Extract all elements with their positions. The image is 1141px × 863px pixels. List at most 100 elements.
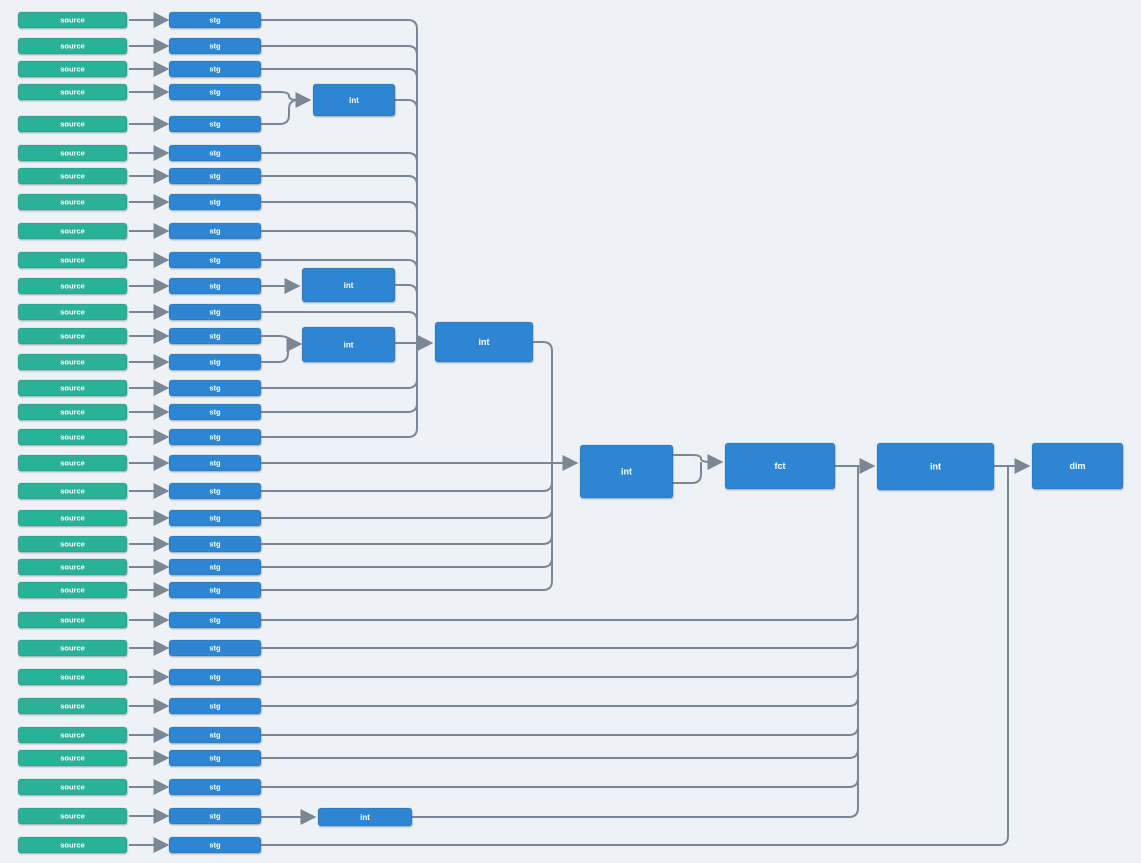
source-node-4-box[interactable] xyxy=(17,83,128,101)
stg-node-4-box[interactable] xyxy=(168,83,262,101)
stg-node-23[interactable]: stg xyxy=(168,581,262,599)
source-node-14-box[interactable] xyxy=(17,353,128,371)
int2-node[interactable]: int xyxy=(301,267,396,303)
source-node-6[interactable]: source xyxy=(17,144,128,162)
source-node-22-box[interactable] xyxy=(17,558,128,576)
int3-node-box[interactable] xyxy=(301,326,396,363)
stg-node-5[interactable]: stg xyxy=(168,115,262,133)
stg-node-22-box[interactable] xyxy=(168,558,262,576)
stg-node-20-box[interactable] xyxy=(168,509,262,527)
source-node-26[interactable]: source xyxy=(17,668,128,686)
stg-node-29-box[interactable] xyxy=(168,749,262,767)
stg-node-31-box[interactable] xyxy=(168,807,262,825)
stg-node-26[interactable]: stg xyxy=(168,668,262,686)
stg-node-11[interactable]: stg xyxy=(168,277,262,295)
source-node-10-box[interactable] xyxy=(17,251,128,269)
source-node-1-box[interactable] xyxy=(17,11,128,29)
stg-node-24-box[interactable] xyxy=(168,611,262,629)
fct-node-box[interactable] xyxy=(724,442,836,490)
stg-node-3-box[interactable] xyxy=(168,60,262,78)
source-node-25-box[interactable] xyxy=(17,639,128,657)
int1-node-box[interactable] xyxy=(312,83,396,117)
source-node-7-box[interactable] xyxy=(17,167,128,185)
stg-node-2[interactable]: stg xyxy=(168,37,262,55)
stg-node-24[interactable]: stg xyxy=(168,611,262,629)
source-node-11-box[interactable] xyxy=(17,277,128,295)
source-node-1[interactable]: source xyxy=(17,11,128,29)
stg-node-10-box[interactable] xyxy=(168,251,262,269)
int2-node-box[interactable] xyxy=(301,267,396,303)
int5-node-box[interactable] xyxy=(876,442,995,491)
source-node-8[interactable]: source xyxy=(17,193,128,211)
source-node-29[interactable]: source xyxy=(17,749,128,767)
source-node-22[interactable]: source xyxy=(17,558,128,576)
stg-node-30[interactable]: stg xyxy=(168,778,262,796)
source-node-15-box[interactable] xyxy=(17,379,128,397)
stg-node-12-box[interactable] xyxy=(168,303,262,321)
source-node-20-box[interactable] xyxy=(17,509,128,527)
source-node-4[interactable]: source xyxy=(17,83,128,101)
stg-node-9-box[interactable] xyxy=(168,222,262,240)
source-node-12[interactable]: source xyxy=(17,303,128,321)
source-node-18-box[interactable] xyxy=(17,454,128,472)
stg-node-1-box[interactable] xyxy=(168,11,262,29)
source-node-14[interactable]: source xyxy=(17,353,128,371)
source-node-3-box[interactable] xyxy=(17,60,128,78)
source-node-27[interactable]: source xyxy=(17,697,128,715)
stg-node-13-box[interactable] xyxy=(168,327,262,345)
stg-node-32-box[interactable] xyxy=(168,836,262,854)
source-node-17-box[interactable] xyxy=(17,428,128,446)
source-node-3[interactable]: source xyxy=(17,60,128,78)
dim-node-box[interactable] xyxy=(1031,442,1124,490)
stg-node-8[interactable]: stg xyxy=(168,193,262,211)
stg-node-31[interactable]: stg xyxy=(168,807,262,825)
int4-node-box[interactable] xyxy=(579,444,674,499)
source-node-25[interactable]: source xyxy=(17,639,128,657)
source-node-23-box[interactable] xyxy=(17,581,128,599)
stg-node-27[interactable]: stg xyxy=(168,697,262,715)
source-node-29-box[interactable] xyxy=(17,749,128,767)
source-node-2[interactable]: source xyxy=(17,37,128,55)
source-node-31-box[interactable] xyxy=(17,807,128,825)
stg-node-11-box[interactable] xyxy=(168,277,262,295)
stg-node-16-box[interactable] xyxy=(168,403,262,421)
source-node-32[interactable]: source xyxy=(17,836,128,854)
stg-node-29[interactable]: stg xyxy=(168,749,262,767)
stg-node-21-box[interactable] xyxy=(168,535,262,553)
stg-node-18[interactable]: stg xyxy=(168,454,262,472)
source-node-6-box[interactable] xyxy=(17,144,128,162)
source-node-2-box[interactable] xyxy=(17,37,128,55)
stg-node-20[interactable]: stg xyxy=(168,509,262,527)
stg-node-17-box[interactable] xyxy=(168,428,262,446)
source-node-9[interactable]: source xyxy=(17,222,128,240)
source-node-10[interactable]: source xyxy=(17,251,128,269)
stg-node-26-box[interactable] xyxy=(168,668,262,686)
source-node-7[interactable]: source xyxy=(17,167,128,185)
source-node-8-box[interactable] xyxy=(17,193,128,211)
stg-node-25-box[interactable] xyxy=(168,639,262,657)
int3-node[interactable]: int xyxy=(301,326,396,363)
source-node-24[interactable]: source xyxy=(17,611,128,629)
stg-node-8-box[interactable] xyxy=(168,193,262,211)
source-node-18[interactable]: source xyxy=(17,454,128,472)
source-node-5-box[interactable] xyxy=(17,115,128,133)
stg-node-9[interactable]: stg xyxy=(168,222,262,240)
stg-node-28[interactable]: stg xyxy=(168,726,262,744)
source-node-19-box[interactable] xyxy=(17,482,128,500)
stg-node-17[interactable]: stg xyxy=(168,428,262,446)
source-node-30-box[interactable] xyxy=(17,778,128,796)
int_mid-node[interactable]: int xyxy=(434,321,534,363)
source-node-32-box[interactable] xyxy=(17,836,128,854)
source-node-15[interactable]: source xyxy=(17,379,128,397)
source-node-20[interactable]: source xyxy=(17,509,128,527)
stg-node-23-box[interactable] xyxy=(168,581,262,599)
stg-node-14-box[interactable] xyxy=(168,353,262,371)
source-node-23[interactable]: source xyxy=(17,581,128,599)
stg-node-21[interactable]: stg xyxy=(168,535,262,553)
source-node-17[interactable]: source xyxy=(17,428,128,446)
stg-node-2-box[interactable] xyxy=(168,37,262,55)
int6-node[interactable]: int xyxy=(317,807,413,827)
stg-node-19-box[interactable] xyxy=(168,482,262,500)
source-node-28-box[interactable] xyxy=(17,726,128,744)
source-node-26-box[interactable] xyxy=(17,668,128,686)
